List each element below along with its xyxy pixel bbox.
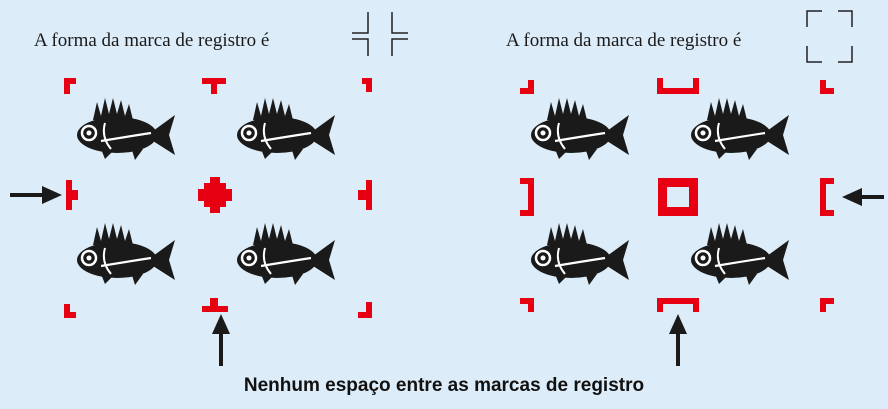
square-mark-shape-icon	[806, 10, 853, 63]
fish-icon	[689, 96, 791, 162]
registration-mark	[657, 298, 699, 312]
registration-mark	[657, 78, 699, 94]
cross-mark-shape-icon	[352, 12, 408, 56]
registration-mark	[64, 78, 76, 94]
fish-icon	[235, 96, 337, 162]
arrow-up-icon	[669, 314, 687, 366]
footer-caption: Nenhum espaço entre as marcas de registr…	[243, 375, 645, 396]
registration-mark	[358, 302, 372, 318]
registration-mark	[820, 178, 834, 216]
registration-mark	[520, 298, 534, 312]
arrow-right-icon	[10, 186, 62, 204]
registration-mark	[64, 304, 76, 318]
fish-icon	[529, 96, 631, 162]
registration-mark	[66, 180, 78, 210]
registration-mark	[520, 178, 534, 216]
fish-icon	[529, 221, 631, 287]
registration-mark	[362, 78, 372, 92]
registration-mark	[358, 180, 372, 210]
caption-left-text: A forma da marca de registro é	[34, 30, 270, 51]
fish-icon	[75, 221, 177, 287]
fish-icon	[75, 96, 177, 162]
caption-right: A forma da marca de registro é	[506, 30, 741, 52]
arrow-up-icon	[212, 314, 230, 366]
caption-right-text: A forma da marca de registro é	[506, 30, 742, 51]
arrow-left-icon	[842, 188, 884, 206]
fish-icon	[689, 221, 791, 287]
caption-left: A forma da marca de registro é	[34, 30, 269, 52]
fish-icon	[235, 221, 337, 287]
registration-mark	[202, 298, 228, 312]
registration-mark	[820, 298, 834, 312]
registration-mark	[202, 78, 226, 94]
registration-mark	[658, 178, 698, 216]
registration-mark	[820, 80, 834, 94]
registration-mark	[198, 177, 232, 213]
registration-mark	[520, 80, 534, 94]
